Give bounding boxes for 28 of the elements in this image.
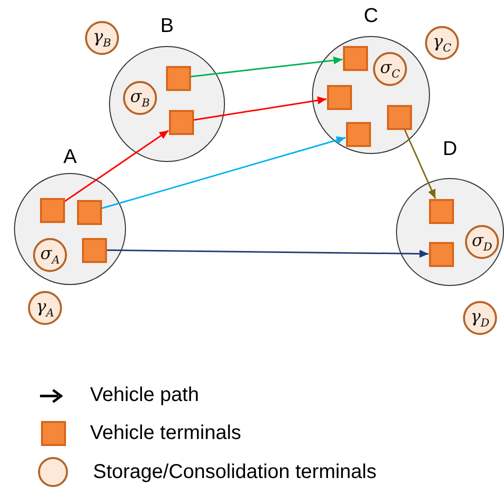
vehicle-terminal bbox=[386, 104, 412, 130]
vehicle-terminal bbox=[166, 66, 190, 90]
storage-terminal: γ$_{A}$ bbox=[28, 291, 62, 325]
vehicle-terminal bbox=[40, 198, 64, 222]
region-label: D bbox=[442, 138, 458, 160]
storage-terminal: γ$_{D}$ bbox=[463, 301, 497, 335]
vehicle-terminal bbox=[76, 200, 102, 224]
vehicle-path-arrow bbox=[64, 130, 169, 202]
vehicle-path-arrow bbox=[193, 96, 327, 121]
vehicle-terminal bbox=[342, 46, 368, 70]
vehicle-terminal bbox=[326, 84, 352, 110]
region-label: B bbox=[159, 15, 175, 37]
region-label: C bbox=[362, 5, 380, 27]
vehicle-terminal bbox=[168, 110, 194, 134]
vehicle-terminal bbox=[82, 238, 106, 262]
vehicle-path-arrow bbox=[101, 136, 346, 210]
vehicle-terminal bbox=[346, 122, 370, 146]
legend-text: Storage/Consolidation terminals bbox=[93, 460, 376, 484]
vehicle-path-arrow bbox=[404, 129, 436, 199]
vehicle-path-arrow bbox=[106, 249, 428, 258]
vehicle-path-arrow bbox=[190, 56, 343, 78]
storage-terminal: γ$_{B}$ bbox=[85, 21, 119, 55]
vehicle-terminal bbox=[428, 198, 454, 224]
storage-terminal: γ$_{C}$ bbox=[425, 26, 459, 60]
legend-text: Vehicle terminals bbox=[90, 422, 242, 445]
legend-text: Vehicle path bbox=[90, 384, 199, 407]
vehicle-terminal bbox=[428, 242, 454, 266]
region-label: A bbox=[62, 146, 78, 168]
